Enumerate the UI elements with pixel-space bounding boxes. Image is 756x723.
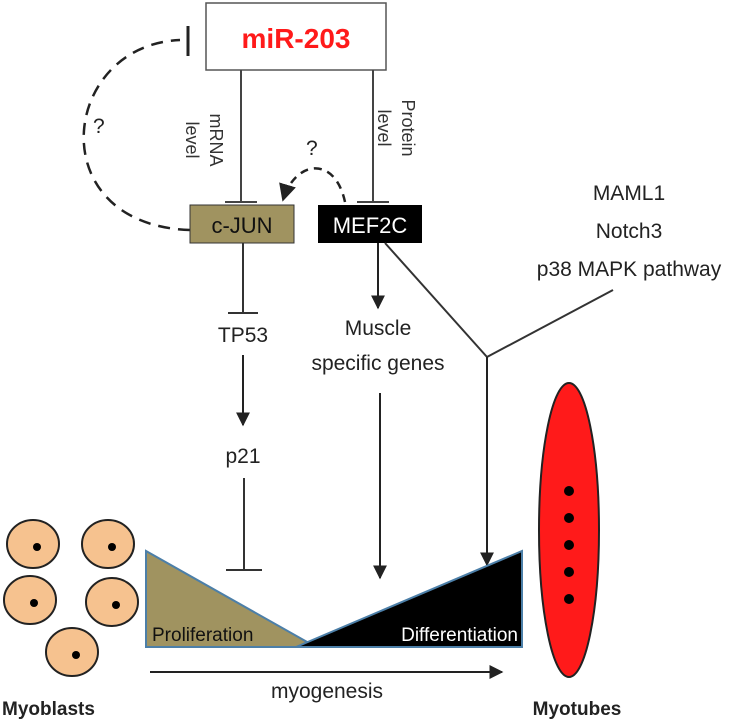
- myoblasts-label: Myoblasts: [2, 699, 95, 720]
- feedback-question: ?: [93, 115, 105, 138]
- mirna-label: miR-203: [242, 23, 351, 54]
- cjun-node: c-JUN: [189, 204, 295, 244]
- cjun-tp53-inhibition: [228, 243, 258, 314]
- mef2c-box: [318, 205, 422, 243]
- mirna-box: [205, 2, 387, 71]
- proliferation-triangle: Proliferation: [145, 549, 320, 648]
- myogenesis-label: myogenesis: [271, 680, 383, 703]
- mrna-level-line1: mRNA: [206, 114, 226, 167]
- convergence-lines: [384, 242, 614, 567]
- p21-proliferation-inhibition: [226, 478, 262, 571]
- proliferation-label: Proliferation: [152, 625, 253, 646]
- myotubes-label: Myotubes: [533, 699, 622, 720]
- mirna-node: miR-203: [205, 2, 387, 71]
- differentiation-label: Differentiation: [401, 625, 518, 646]
- mirna-mef2c-inhibition: [357, 70, 389, 203]
- regulator-p38: p38 MAPK pathway: [537, 258, 722, 281]
- myotube: [538, 382, 600, 678]
- mrna-level-line2: level: [182, 121, 202, 158]
- myoblast-cell: [6, 519, 60, 569]
- mef2c-node: MEF2C: [318, 205, 422, 243]
- mirna-cjun-inhibition: [225, 70, 257, 203]
- myoblast-cells: [3, 519, 139, 677]
- cjun-label: c-JUN: [211, 213, 272, 238]
- regulators: MAML1 Notch3 p38 MAPK pathway: [537, 182, 722, 281]
- mef2c-label: MEF2C: [333, 213, 408, 238]
- differentiation-triangle: Differentiation: [295, 549, 523, 648]
- muscle-genes-line2: specific genes: [311, 352, 444, 375]
- muscle-genes-line1: Muscle: [345, 317, 412, 340]
- mef2c-cjun-question: ?: [306, 137, 318, 160]
- protein-level-line2: level: [374, 109, 394, 146]
- protein-level-line1: Protein: [398, 99, 418, 156]
- mef2c-cjun-dashed-arrow: [279, 167, 347, 203]
- myoblast-cell: [81, 519, 135, 569]
- myoblast-cell: [3, 575, 57, 625]
- myoblast-cell: [85, 577, 139, 627]
- p21-label: p21: [225, 445, 260, 468]
- regulator-maml1: MAML1: [593, 182, 665, 205]
- regulator-notch3: Notch3: [596, 220, 663, 243]
- myoblast-cell: [45, 627, 99, 677]
- cjun-mirna-feedback: [82, 26, 191, 232]
- tp53-label: TP53: [218, 324, 268, 347]
